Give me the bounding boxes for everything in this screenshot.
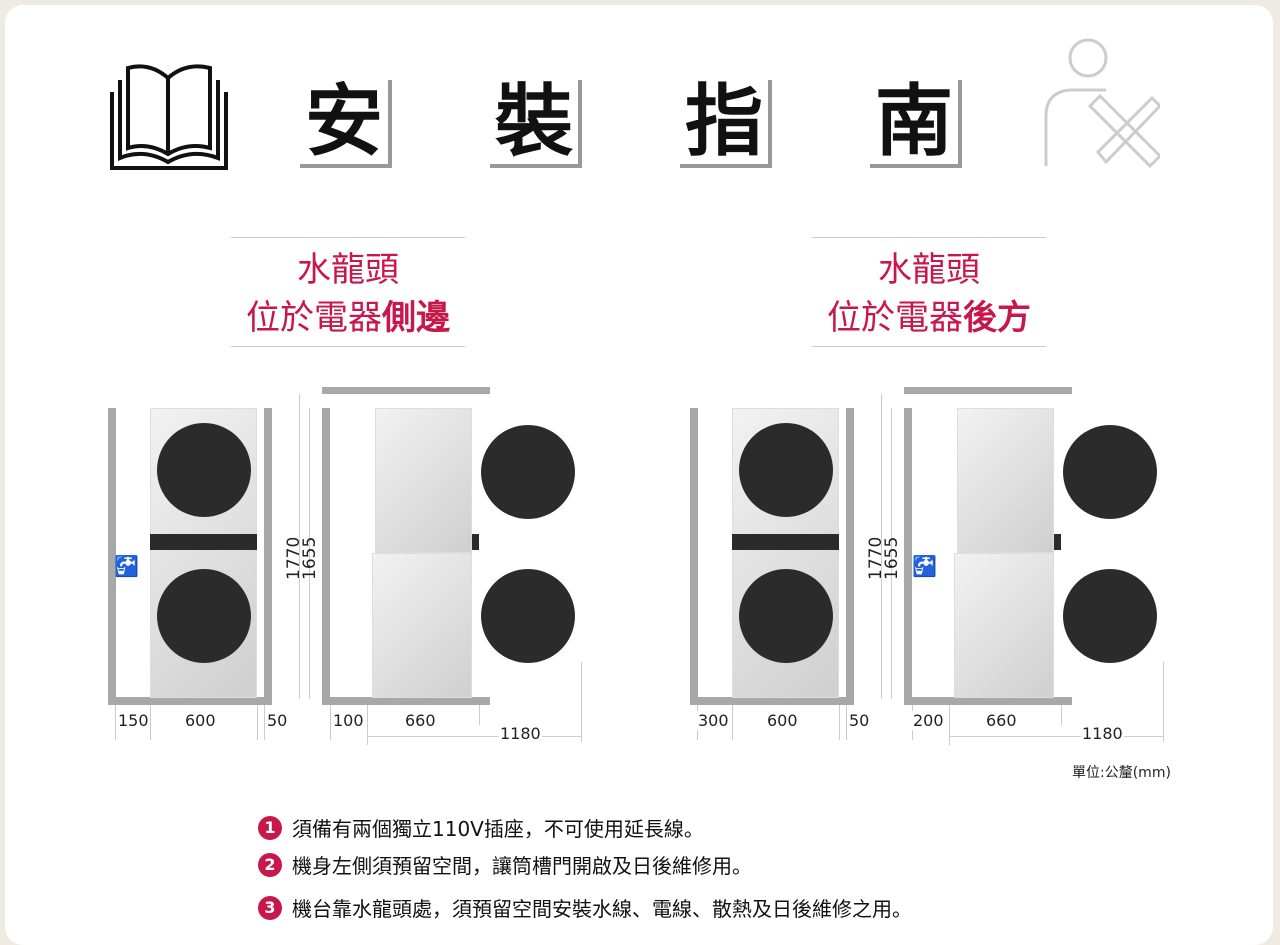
title-char: 指	[680, 80, 772, 168]
title-char: 南	[870, 80, 962, 168]
note-item: 3 機台靠水龍頭處，須預留空間安裝水線、電線、散熱及日後維修之用。	[258, 893, 912, 922]
note-text: 須備有兩個獨立110V插座，不可使用延長線。	[292, 817, 704, 841]
note-number: 3	[258, 895, 282, 920]
note-text: 機台靠水龍頭處，須預留空間安裝水線、電線、散熱及日後維修之用。	[292, 897, 912, 921]
title-char: 裝	[490, 80, 582, 168]
floor	[690, 697, 854, 705]
heading-emphasis: 側邊	[382, 298, 450, 338]
faucet-side-heading: 水龍頭 位於電器側邊	[231, 237, 465, 347]
dim-label: 200	[912, 711, 945, 730]
dim-label: 660	[985, 711, 1018, 730]
faucet-back-heading: 水龍頭 位於電器後方	[812, 237, 1046, 347]
dryer-door	[739, 423, 833, 517]
note-text: 機身左側須預留空間，讓筒槽門開啟及日後維修用。	[292, 854, 752, 878]
wall	[322, 408, 330, 705]
note-item: 2 機身左側須預留空間，讓筒槽門開啟及日後維修用。	[258, 850, 752, 879]
control-panel	[1054, 534, 1061, 550]
washer-door-open	[481, 569, 575, 663]
dim-label: 1180	[499, 724, 542, 743]
faucet-icon: 🚰	[912, 554, 937, 578]
book-icon	[110, 64, 228, 170]
heading-line2: 位於電器	[827, 298, 963, 338]
wall	[904, 408, 912, 705]
dim-label: 50	[848, 711, 871, 730]
dryer-door	[157, 423, 251, 517]
control-panel	[150, 534, 257, 550]
dryer-door-open	[481, 425, 575, 519]
floor	[904, 697, 1072, 705]
wall	[846, 408, 854, 705]
ceiling	[322, 387, 490, 394]
heading-emphasis: 後方	[963, 298, 1031, 338]
dim-label: 660	[404, 711, 437, 730]
washer-door-open	[1063, 569, 1157, 663]
ceiling	[904, 387, 1072, 394]
heading-line2: 位於電器	[246, 298, 382, 338]
washer-door	[157, 569, 251, 663]
dim-label: 150	[117, 711, 150, 730]
washer-door	[739, 569, 833, 663]
note-number: 1	[258, 815, 282, 840]
dim-label: 50	[266, 711, 289, 730]
floor	[108, 697, 272, 705]
heading-line1: 水龍頭	[878, 250, 980, 290]
wall	[264, 408, 272, 705]
dim-label: 300	[697, 711, 730, 730]
dim-label: 600	[184, 711, 217, 730]
unit-label: 單位:公釐(mm)	[1072, 765, 1171, 781]
wall	[108, 408, 116, 705]
title-char: 安	[300, 80, 392, 168]
note-number: 2	[258, 852, 282, 877]
washer-side	[954, 553, 1054, 698]
control-panel	[472, 534, 479, 550]
note-item: 1 須備有兩個獨立110V插座，不可使用延長線。	[258, 813, 704, 842]
height-1655: 1655	[882, 536, 902, 580]
dryer-side	[957, 408, 1054, 553]
control-panel	[732, 534, 839, 550]
installer-tools-icon	[1044, 38, 1160, 169]
washer-side	[372, 553, 472, 698]
dryer-side	[375, 408, 472, 553]
dim-label: 1180	[1081, 724, 1124, 743]
dryer-door-open	[1063, 425, 1157, 519]
dim-label: 100	[332, 711, 365, 730]
floor	[322, 697, 490, 705]
dim-label: 600	[766, 711, 799, 730]
height-1655: 1655	[300, 536, 320, 580]
wall	[690, 408, 698, 705]
faucet-icon: 🚰	[114, 554, 139, 578]
heading-line1: 水龍頭	[297, 250, 399, 290]
